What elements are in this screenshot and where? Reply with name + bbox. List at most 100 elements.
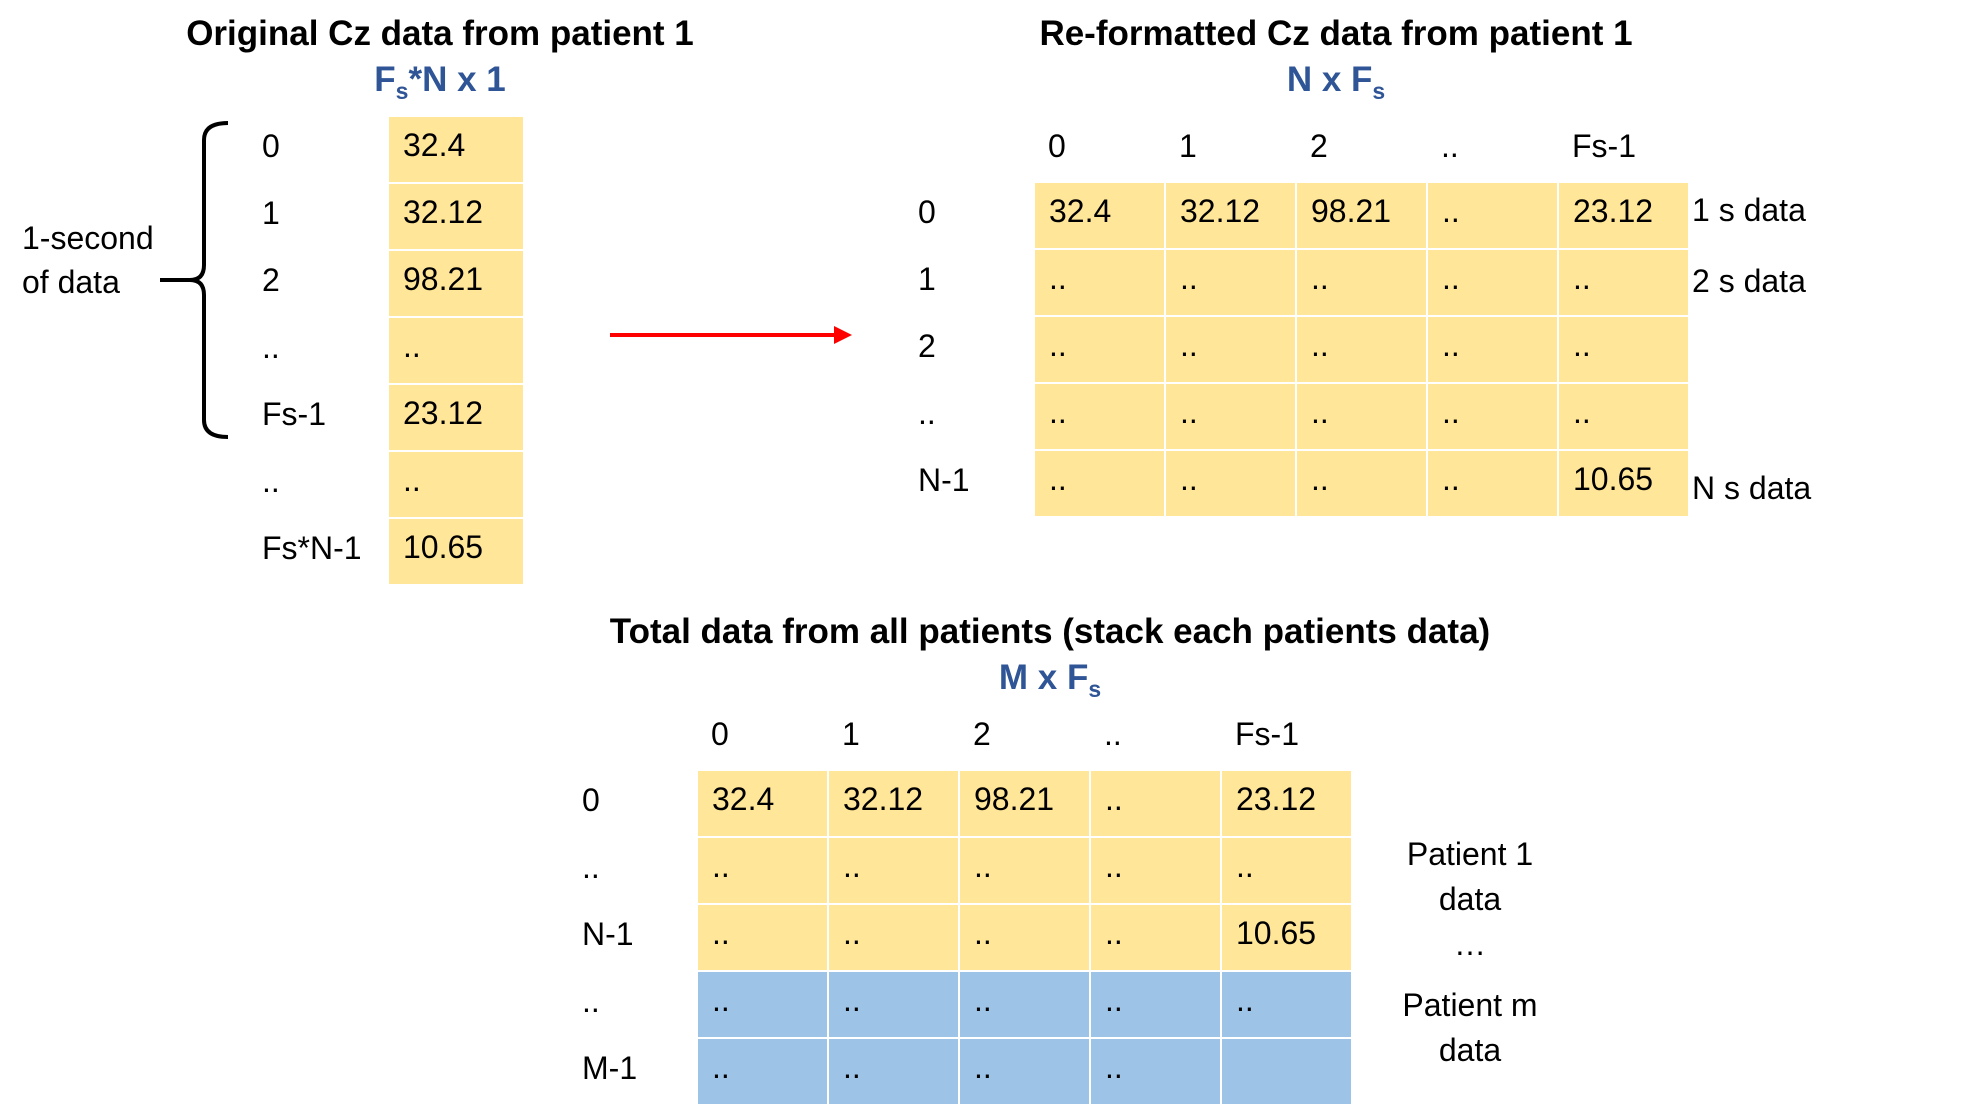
- total-cell: ..: [1221, 971, 1352, 1038]
- total-cell: [1221, 1038, 1352, 1105]
- total-cell: 98.21: [959, 770, 1090, 837]
- total-col-label: 1: [842, 716, 860, 752]
- patientm-label-line2: data: [1438, 1032, 1502, 1068]
- reformatted-cell: ..: [1427, 383, 1558, 450]
- curly-brace: [189, 121, 229, 439]
- reformatted-cell: ..: [1427, 249, 1558, 316]
- reformatted-row-label: 0: [918, 194, 936, 230]
- reformatted-cell: ..: [1034, 249, 1165, 316]
- original-cell: ..: [388, 317, 524, 384]
- total-cell: ..: [959, 904, 1090, 971]
- reformatted-cell: 32.4: [1034, 182, 1165, 249]
- original-row-label: Fs*N-1: [262, 530, 362, 566]
- side-label-1s: 1 s data: [1692, 192, 1806, 228]
- reformatted-cell: ..: [1296, 249, 1427, 316]
- total-cell: ..: [1090, 904, 1221, 971]
- reformatted-cell: 10.65: [1558, 450, 1689, 517]
- original-row-label: 1: [262, 195, 280, 231]
- total-row-label: N-1: [582, 916, 634, 952]
- reformatted-dimension: N x Fs: [1226, 60, 1446, 103]
- patientm-label-line1: Patient m: [1402, 987, 1538, 1023]
- original-cell: 32.4: [388, 116, 524, 183]
- total-cell: 23.12: [1221, 770, 1352, 837]
- patient1-label-line2: data: [1438, 881, 1502, 917]
- total-cell: ..: [1221, 837, 1352, 904]
- reformatted-cell: ..: [1034, 383, 1165, 450]
- brace-label-line2: of data: [22, 264, 120, 300]
- reformatted-cell: ..: [1558, 316, 1689, 383]
- total-cell: 10.65: [1221, 904, 1352, 971]
- total-cell: ..: [1090, 837, 1221, 904]
- total-row-label: 0: [582, 782, 600, 818]
- total-cell: ..: [1090, 770, 1221, 837]
- total-cell: ..: [959, 1038, 1090, 1105]
- reformatted-col-label: 2: [1310, 128, 1328, 164]
- original-title: Original Cz data from patient 1: [186, 14, 694, 53]
- reformatted-cell: ..: [1034, 450, 1165, 517]
- reformatted-col-label: Fs-1: [1572, 128, 1636, 164]
- reformatted-cell: ..: [1165, 450, 1296, 517]
- total-cell: ..: [1090, 971, 1221, 1038]
- original-cell: 32.12: [388, 183, 524, 250]
- original-dimension: Fs*N x 1: [300, 60, 580, 103]
- brace-label-line1: 1-second: [22, 220, 154, 256]
- side-label-2s: 2 s data: [1692, 263, 1806, 299]
- reformatted-cell: 23.12: [1558, 182, 1689, 249]
- total-row-label: ..: [582, 849, 600, 885]
- patient1-label-line1: Patient 1: [1406, 836, 1534, 872]
- total-cell: ..: [697, 1038, 828, 1105]
- total-dim-sub: s: [1088, 676, 1102, 702]
- reformatted-title: Re-formatted Cz data from patient 1: [1039, 14, 1633, 53]
- reformatted-col-label: 0: [1048, 128, 1066, 164]
- reformatted-cell: ..: [1296, 383, 1427, 450]
- original-row-label: 2: [262, 262, 280, 298]
- total-cell: ..: [697, 837, 828, 904]
- original-cell: ..: [388, 451, 524, 518]
- patientm-label: Patient m data: [1380, 983, 1560, 1073]
- reformatted-dim-sub: s: [1372, 78, 1386, 104]
- original-cell: 98.21: [388, 250, 524, 317]
- original-cell: 23.12: [388, 384, 524, 451]
- reformatted-row-label: 1: [918, 261, 936, 297]
- total-row-label: ..: [582, 983, 600, 1019]
- total-cell: ..: [959, 971, 1090, 1038]
- total-row-label: M-1: [582, 1050, 638, 1086]
- total-cell: ..: [828, 837, 959, 904]
- reformatted-cell: ..: [1165, 249, 1296, 316]
- total-cell: ..: [828, 904, 959, 971]
- total-col-label: 0: [711, 716, 729, 752]
- total-col-label: Fs-1: [1235, 716, 1299, 752]
- total-cell: ..: [959, 837, 1090, 904]
- total-title: Total data from all patients (stack each…: [609, 612, 1491, 651]
- reformatted-cell: 32.12: [1165, 182, 1296, 249]
- reformatted-cell: ..: [1558, 383, 1689, 450]
- original-dim-main: F: [374, 60, 396, 99]
- total-cell: ..: [828, 971, 959, 1038]
- reformatted-cell: 98.21: [1296, 182, 1427, 249]
- original-dim-sub: s: [395, 78, 409, 104]
- original-cell: 10.65: [388, 518, 524, 585]
- transform-arrow-head: [834, 326, 852, 344]
- original-dim-rest: *N x 1: [408, 60, 506, 99]
- total-cell: 32.4: [697, 770, 828, 837]
- reformatted-col-label: ..: [1441, 128, 1459, 164]
- total-dimension: M x Fs: [940, 658, 1160, 701]
- reformatted-row-label: 2: [918, 328, 936, 364]
- reformatted-col-label: 1: [1179, 128, 1197, 164]
- reformatted-cell: ..: [1165, 316, 1296, 383]
- total-cell: ..: [697, 904, 828, 971]
- reformatted-dim-main: N x F: [1286, 60, 1373, 99]
- reformatted-cell: ..: [1427, 182, 1558, 249]
- reformatted-cell: ..: [1296, 450, 1427, 517]
- total-col-label: ..: [1104, 716, 1122, 752]
- total-col-label: 2: [973, 716, 991, 752]
- reformatted-cell: ..: [1558, 249, 1689, 316]
- reformatted-cell: ..: [1427, 450, 1558, 517]
- original-row-label: ..: [262, 329, 280, 365]
- total-cell: 32.12: [828, 770, 959, 837]
- original-row-label: Fs-1: [262, 396, 326, 432]
- original-row-label: 0: [262, 128, 280, 164]
- original-row-label: ..: [262, 463, 280, 499]
- reformatted-cell: ..: [1427, 316, 1558, 383]
